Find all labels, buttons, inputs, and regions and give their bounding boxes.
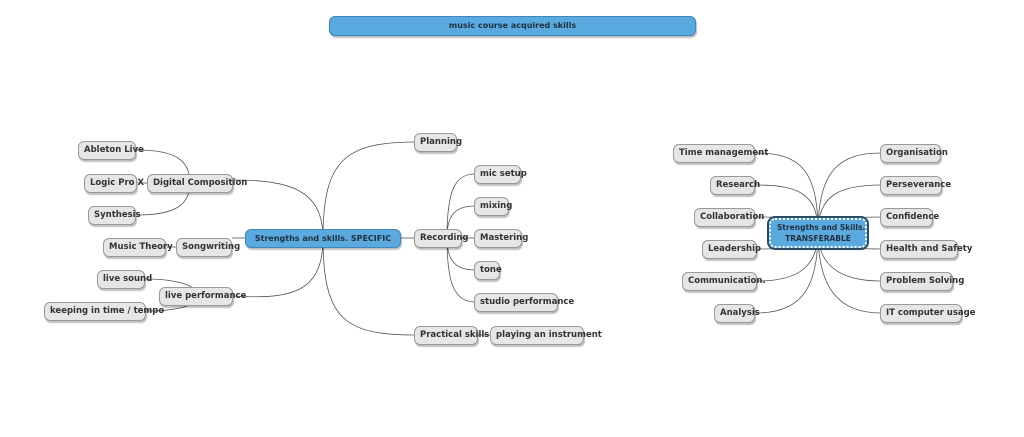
node-confidence[interactable]: Confidence <box>880 208 939 227</box>
node-live-sound[interactable]: live sound <box>97 270 152 289</box>
link-digital <box>232 179 324 239</box>
link-live <box>233 237 324 298</box>
link-t-analysis <box>755 231 819 314</box>
node-logic-pro-x[interactable]: Logic Pro X <box>84 174 144 193</box>
node-leadership[interactable]: Leadership <box>702 240 761 259</box>
central-node-transferable[interactable]: Strengths and Skills. TRANSFERABLE <box>767 216 869 250</box>
central-transferable-line2: TRANSFERABLE <box>785 234 851 243</box>
node-keeping-time[interactable]: keeping in time / tempo <box>44 302 164 321</box>
node-problem-solving[interactable]: Problem Solving <box>880 272 964 291</box>
node-it-computer-usage[interactable]: IT computer usage <box>880 304 975 323</box>
link-t-time <box>755 152 819 233</box>
link-practical <box>322 237 417 336</box>
node-time-management[interactable]: Time management <box>673 144 768 163</box>
central-node-specific[interactable]: Strengths and skills. SPECIFIC <box>245 229 401 248</box>
node-synthesis[interactable]: Synthesis <box>88 206 141 225</box>
link-planning <box>322 141 417 239</box>
node-collaboration[interactable]: Collaboration <box>694 208 764 227</box>
node-ableton-live[interactable]: Ableton Live <box>78 141 144 160</box>
node-mixing[interactable]: mixing <box>474 197 512 216</box>
link-t-it <box>817 231 882 314</box>
node-live-performance[interactable]: live performance <box>159 287 246 306</box>
link-mic-setup <box>446 173 476 239</box>
node-health-safety[interactable]: Health and Safety <box>880 240 972 259</box>
node-practical-skills[interactable]: Practical skills <box>414 326 489 345</box>
map-title[interactable]: music course acquired skills <box>329 16 696 36</box>
node-perseverance[interactable]: Perseverance <box>880 176 951 195</box>
node-research[interactable]: Research <box>710 176 760 195</box>
node-mic-setup[interactable]: mic setup <box>474 165 527 184</box>
central-transferable-line1: Strengths and Skills. <box>777 223 866 232</box>
node-music-theory[interactable]: Music Theory <box>103 238 173 257</box>
link-studio <box>446 237 476 303</box>
node-analysis[interactable]: Analysis <box>714 304 760 323</box>
node-tone[interactable]: tone <box>474 261 502 280</box>
node-playing-instrument[interactable]: playing an instrument <box>490 326 602 345</box>
link-t-organisation <box>817 152 882 233</box>
node-organisation[interactable]: Organisation <box>880 144 948 163</box>
node-planning[interactable]: Planning <box>414 133 462 152</box>
node-communication[interactable]: Communication. <box>682 272 766 291</box>
node-digital-composition[interactable]: Digital Composition <box>147 174 247 193</box>
node-songwriting[interactable]: Songwriting <box>176 238 240 257</box>
node-recording[interactable]: Recording <box>414 229 469 248</box>
node-studio-performance[interactable]: studio performance <box>474 293 574 312</box>
node-mastering[interactable]: Mastering <box>474 229 528 248</box>
